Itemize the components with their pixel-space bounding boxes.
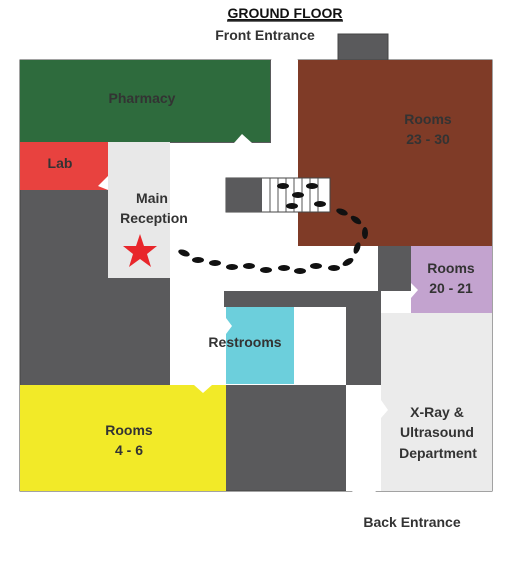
xray-label-2: Ultrasound bbox=[400, 424, 474, 440]
rooms-20-21-label-1: Rooms bbox=[427, 260, 475, 276]
rooms-4-6-label-1: Rooms bbox=[105, 422, 153, 438]
star-icon bbox=[123, 234, 157, 267]
staircase bbox=[225, 177, 331, 213]
roof-box bbox=[337, 33, 389, 61]
lab-label: Lab bbox=[48, 155, 73, 171]
door-notches bbox=[98, 50, 418, 499]
room-xray-ultrasound[interactable] bbox=[381, 313, 492, 491]
page-title: GROUND FLOOR bbox=[227, 5, 342, 21]
reception-label-1: Main bbox=[136, 190, 168, 206]
rooms-23-30-label-1: Rooms bbox=[404, 111, 452, 127]
reception-label-2: Reception bbox=[120, 210, 188, 226]
pharmacy-label: Pharmacy bbox=[109, 90, 176, 106]
xray-label-1: X-Ray & bbox=[410, 404, 464, 420]
xray-label-3: Department bbox=[399, 445, 477, 461]
rooms-20-21-label-2: 20 - 21 bbox=[429, 280, 473, 296]
room-restrooms[interactable] bbox=[226, 307, 294, 384]
room-rooms-20-21[interactable] bbox=[411, 246, 492, 313]
room-lab[interactable] bbox=[20, 142, 110, 190]
room-rooms-4-6[interactable] bbox=[20, 385, 226, 491]
room-pharmacy[interactable] bbox=[20, 60, 270, 142]
back-entrance-label: Back Entrance bbox=[363, 514, 460, 530]
rooms-23-30-label-2: 23 - 30 bbox=[406, 131, 450, 147]
rooms-4-6-label-2: 4 - 6 bbox=[115, 442, 143, 458]
footprints-icon bbox=[178, 183, 368, 274]
restrooms-label: Restrooms bbox=[208, 334, 281, 350]
front-entrance-label: Front Entrance bbox=[215, 27, 315, 43]
room-rooms-23-30[interactable] bbox=[298, 60, 492, 246]
